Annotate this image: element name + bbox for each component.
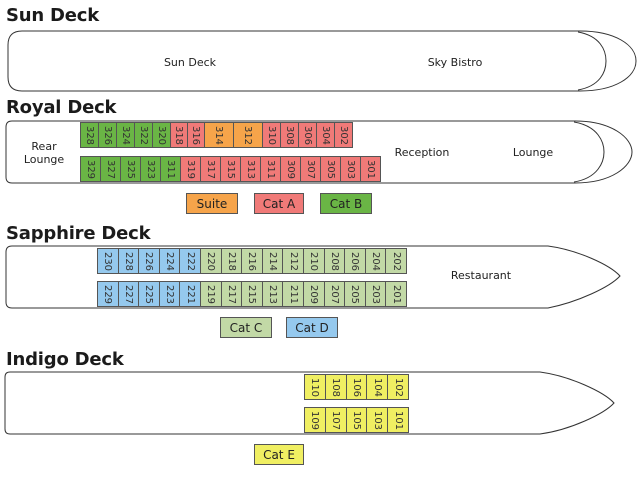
cabin-305[interactable]: 305	[320, 156, 341, 182]
cabin-107[interactable]: 107	[324, 407, 347, 433]
cabin-230[interactable]: 230	[97, 248, 119, 274]
cabin-206[interactable]: 206	[344, 248, 366, 274]
restaurant-label: Restaurant	[450, 269, 512, 282]
legend-cat-b: Cat B	[320, 193, 372, 214]
cabin-323[interactable]: 323	[140, 156, 161, 182]
legend-cat-e: Cat E	[254, 444, 304, 465]
cabin-204[interactable]: 204	[364, 248, 387, 274]
cabin-109[interactable]: 109	[304, 407, 326, 433]
cabin-203[interactable]: 203	[364, 281, 387, 307]
cabin-328[interactable]: 328	[80, 122, 99, 148]
cabin-322[interactable]: 322	[134, 122, 153, 148]
cabin-315[interactable]: 315	[220, 156, 241, 182]
cabin-216[interactable]: 216	[241, 248, 263, 274]
cabin-221[interactable]: 221	[179, 281, 201, 307]
cabin-101[interactable]: 101	[387, 407, 409, 433]
cabin-105[interactable]: 105	[345, 407, 368, 433]
deck-title-sapphire: Sapphire Deck	[6, 223, 151, 244]
cabin-225[interactable]: 225	[138, 281, 160, 307]
cabin-319[interactable]: 319	[180, 156, 201, 182]
cabin-307[interactable]: 307	[300, 156, 321, 182]
cabin-205[interactable]: 205	[344, 281, 366, 307]
cabin-209[interactable]: 209	[303, 281, 325, 307]
cabin-207[interactable]: 207	[323, 281, 346, 307]
cabin-218[interactable]: 218	[220, 248, 243, 274]
legend-suite: Suite	[186, 193, 238, 214]
cabin-103[interactable]: 103	[366, 407, 389, 433]
hull-indigo-deck	[4, 371, 615, 435]
cabin-311[interactable]: 311	[160, 156, 181, 182]
rear-lounge-label: Rear Lounge	[23, 140, 65, 166]
cabin-324[interactable]: 324	[116, 122, 135, 148]
reception-label: Reception	[394, 146, 450, 159]
cabin-226[interactable]: 226	[138, 248, 160, 274]
cabin-215[interactable]: 215	[241, 281, 263, 307]
cabin-104[interactable]: 104	[366, 374, 389, 400]
cabin-219[interactable]: 219	[200, 281, 222, 307]
hull-royal-deck-bow-line	[573, 121, 605, 183]
cabin-309[interactable]: 309	[280, 156, 301, 182]
cabin-329[interactable]: 329	[80, 156, 101, 182]
cabin-311[interactable]: 311	[260, 156, 281, 182]
cabin-106[interactable]: 106	[345, 374, 368, 400]
cabin-320[interactable]: 320	[152, 122, 171, 148]
cabin-214[interactable]: 214	[261, 248, 284, 274]
cabin-223[interactable]: 223	[158, 281, 181, 307]
cabin-306[interactable]: 306	[298, 122, 317, 148]
cabin-217[interactable]: 217	[220, 281, 243, 307]
cabin-304[interactable]: 304	[316, 122, 335, 148]
cabin-222[interactable]: 222	[179, 248, 201, 274]
cabin-212[interactable]: 212	[282, 248, 304, 274]
cabin-220[interactable]: 220	[200, 248, 222, 274]
legend-cat-d: Cat D	[286, 317, 338, 338]
cabin-110[interactable]: 110	[304, 374, 326, 400]
cabin-211[interactable]: 211	[282, 281, 304, 307]
cabin-303[interactable]: 303	[340, 156, 361, 182]
deck-title-royal: Royal Deck	[6, 97, 117, 118]
cabin-208[interactable]: 208	[323, 248, 346, 274]
cabin-308[interactable]: 308	[280, 122, 299, 148]
cabin-227[interactable]: 227	[117, 281, 140, 307]
cabin-224[interactable]: 224	[158, 248, 181, 274]
cabin-213[interactable]: 213	[261, 281, 284, 307]
deck-title-indigo: Indigo Deck	[6, 349, 124, 370]
cabin-325[interactable]: 325	[120, 156, 141, 182]
cabin-327[interactable]: 327	[100, 156, 121, 182]
lounge-label: Lounge	[512, 146, 554, 159]
hull-sun-deck	[7, 30, 637, 92]
hull-sun-deck-bow-line	[577, 31, 607, 91]
cabin-314[interactable]: 314	[204, 122, 234, 148]
cabin-301[interactable]: 301	[360, 156, 381, 182]
legend-cat-c: Cat C	[220, 317, 272, 338]
cabin-210[interactable]: 210	[303, 248, 325, 274]
deck-title-sun: Sun Deck	[6, 5, 100, 26]
cabin-102[interactable]: 102	[387, 374, 409, 400]
cabin-312[interactable]: 312	[233, 122, 263, 148]
sun-deck-area-label: Sun Deck	[163, 56, 217, 69]
cabin-202[interactable]: 202	[385, 248, 407, 274]
cabin-326[interactable]: 326	[98, 122, 117, 148]
cabin-201[interactable]: 201	[385, 281, 407, 307]
sky-bistro-label: Sky Bistro	[427, 56, 483, 69]
cabin-317[interactable]: 317	[200, 156, 221, 182]
cabin-228[interactable]: 228	[117, 248, 140, 274]
cabin-302[interactable]: 302	[334, 122, 353, 148]
legend-cat-a: Cat A	[254, 193, 304, 214]
cabin-316[interactable]: 316	[187, 122, 205, 148]
cabin-229[interactable]: 229	[97, 281, 119, 307]
cabin-318[interactable]: 318	[170, 122, 188, 148]
cabin-313[interactable]: 313	[240, 156, 261, 182]
cabin-310[interactable]: 310	[262, 122, 281, 148]
cabin-108[interactable]: 108	[324, 374, 347, 400]
